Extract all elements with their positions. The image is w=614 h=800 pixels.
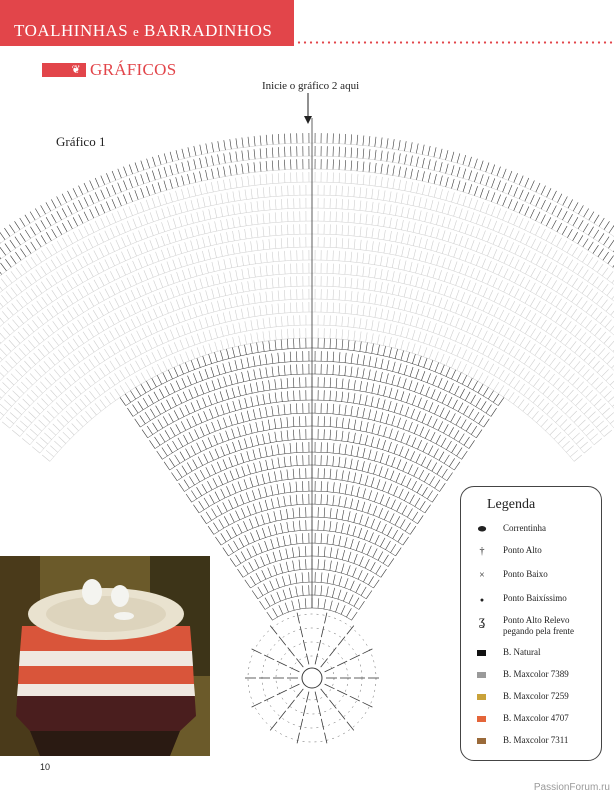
legend-title: Legenda xyxy=(487,497,536,512)
legend-label: Ponto Alto xyxy=(503,545,542,555)
legend-item-color-natural: B. Natural xyxy=(469,645,599,663)
double-crochet-icon: † xyxy=(479,546,485,557)
legend-label: Ponto Baixo xyxy=(503,569,548,579)
color-swatch xyxy=(477,672,486,678)
single-crochet-icon: × xyxy=(479,570,485,581)
legend-label: B. Natural xyxy=(503,647,541,657)
section-heading: ❦ GRÁFICOS xyxy=(42,60,176,80)
start-note: Inicie o gráfico 2 aqui xyxy=(262,80,360,92)
color-swatch xyxy=(477,650,486,656)
legend-label: B. Maxcolor 4707 xyxy=(503,713,569,723)
inner-fan-stitches xyxy=(119,118,505,621)
header-band: TOALHINHAS e BARRADINHOS xyxy=(0,0,294,46)
header-title-part3: BARRADINHOS xyxy=(144,21,273,40)
legend-item-color-7389: B. Maxcolor 7389 xyxy=(469,667,599,685)
tablecloth-photo xyxy=(0,556,210,756)
center-motif xyxy=(245,612,379,744)
legend-label: Ponto Baixíssimo xyxy=(503,593,567,603)
section-bar xyxy=(42,63,66,77)
legend-item-color-7259: B. Maxcolor 7259 xyxy=(469,689,599,707)
chart-title: Gráfico 1 xyxy=(56,134,106,149)
front-post-icon: ʓ xyxy=(478,614,486,629)
legend-label: Ponto Alto Relevo pegando pela frente xyxy=(503,615,574,636)
color-swatch xyxy=(477,694,486,700)
section-title: GRÁFICOS xyxy=(90,60,177,79)
header-dotted-line xyxy=(296,41,614,44)
header-title-part2: e xyxy=(133,24,140,39)
ornament-icon: ❦ xyxy=(66,63,86,77)
header-title-part1: TOALHINHAS xyxy=(14,21,129,40)
slip-stitch-icon: ● xyxy=(479,596,485,604)
tablecloth-illustration xyxy=(0,556,210,756)
legend-label: B. Maxcolor 7389 xyxy=(503,669,569,679)
color-swatch xyxy=(477,738,486,744)
chain-icon: ⬬ xyxy=(477,524,487,535)
page-number: 10 xyxy=(40,762,51,772)
legend-item-front-post: ʓ Ponto Alto Relevo pegando pela frente xyxy=(469,613,599,639)
outer-fan-stitches xyxy=(0,132,614,462)
legend-item-color-7311: B. Maxcolor 7311 xyxy=(469,733,599,751)
legend-box: Legenda ⬬ Correntinha † Ponto Alto × Pon… xyxy=(460,486,602,761)
legend-item-color-4707: B. Maxcolor 4707 xyxy=(469,711,599,729)
legend-item-single-crochet: × Ponto Baixo xyxy=(469,567,599,585)
color-swatch xyxy=(477,716,486,722)
watermark: PassionForum.ru xyxy=(533,782,610,793)
legend-label: B. Maxcolor 7311 xyxy=(503,735,569,745)
legend-label: B. Maxcolor 7259 xyxy=(503,691,569,701)
legend-label: Correntinha xyxy=(503,523,546,533)
header-title: TOALHINHAS e BARRADINHOS xyxy=(14,21,272,41)
legend-item-slip-stitch: ● Ponto Baixíssimo xyxy=(469,591,599,609)
legend-item-chain: ⬬ Correntinha xyxy=(469,521,599,539)
legend-item-double-crochet: † Ponto Alto xyxy=(469,543,599,561)
start-arrow-icon xyxy=(304,93,312,124)
